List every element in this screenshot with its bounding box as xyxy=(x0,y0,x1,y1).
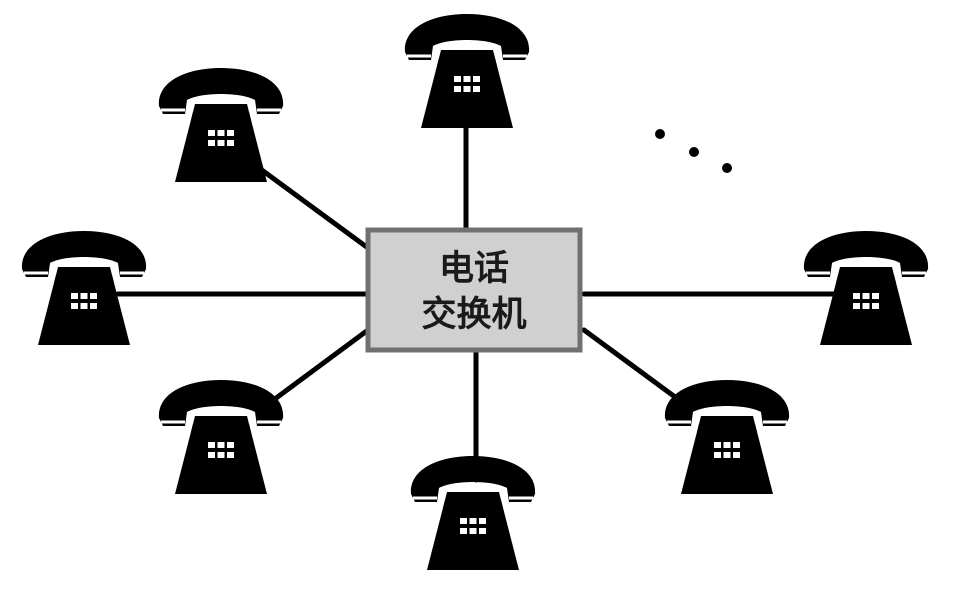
link-lower-right xyxy=(581,327,693,411)
connection-lines xyxy=(115,107,853,483)
ellipsis-icon xyxy=(655,129,732,173)
switch-label-line1: 电话 xyxy=(439,249,509,289)
telephone-icon xyxy=(663,378,791,496)
telephone-icon xyxy=(157,378,285,496)
link-lower-left xyxy=(257,327,371,413)
telephone-icon xyxy=(409,454,537,572)
telephone-icon xyxy=(20,229,148,347)
telephone-icon xyxy=(802,229,930,347)
telephone-icon xyxy=(403,12,531,130)
telephone-switch: 电话 交换机 xyxy=(365,227,583,353)
link-upper-left xyxy=(252,162,371,251)
switch-label-line2: 交换机 xyxy=(421,294,526,335)
telephone-icon xyxy=(157,66,285,184)
